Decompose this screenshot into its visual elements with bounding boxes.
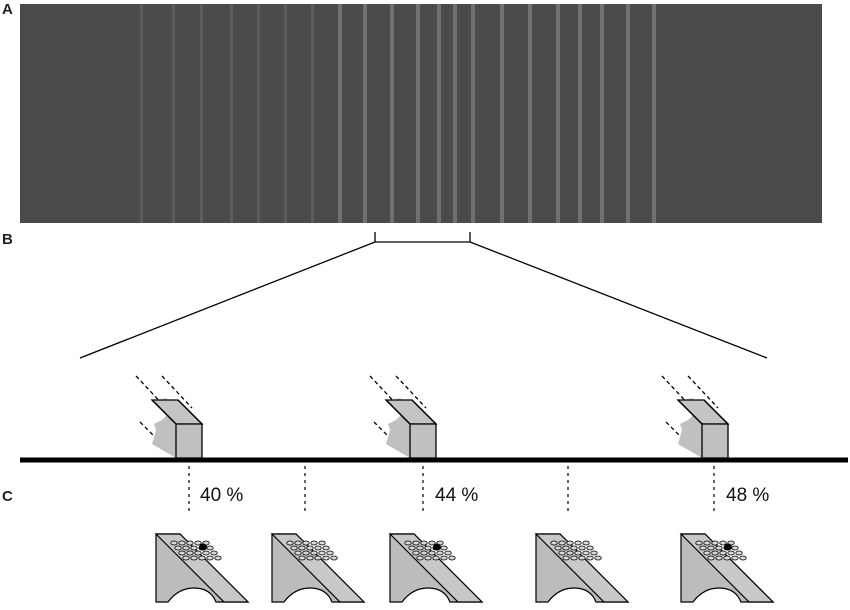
- zoom-bracket: [79, 232, 768, 359]
- slide-4: [534, 533, 630, 603]
- gel-band-8: [338, 4, 342, 223]
- panel-label-b: B: [2, 231, 13, 248]
- gel-band-4: [230, 4, 233, 223]
- gel-bands: [140, 4, 656, 223]
- gel-slice-brick-1: [135, 375, 203, 459]
- gel-band-6: [284, 4, 287, 223]
- gel-background: [20, 4, 822, 223]
- slide-5: [679, 533, 775, 603]
- zoom-line-right: [469, 241, 768, 359]
- gel-slice-brick-2: [369, 375, 437, 459]
- slide-1: [154, 533, 250, 603]
- slide-3: [388, 533, 484, 603]
- gel-band-15: [500, 4, 504, 223]
- gel-band-7: [311, 4, 314, 223]
- gel-slice-brick-3: [661, 375, 729, 459]
- gel-band-10: [390, 4, 394, 223]
- gel-band-21: [652, 4, 656, 223]
- gel-band-2: [172, 4, 175, 223]
- gel-band-13: [453, 4, 457, 223]
- slide-2: [270, 533, 366, 603]
- panel-label-a: A: [2, 1, 13, 18]
- panel-label-c: C: [2, 488, 13, 505]
- dotted-drop-lines: [188, 466, 715, 515]
- gel-band-18: [578, 4, 582, 223]
- gel-band-17: [556, 4, 560, 223]
- gel-band-19: [600, 4, 604, 223]
- gradient-label-40: 40 %: [200, 485, 243, 506]
- slides: [154, 533, 775, 603]
- gradient-label-48: 48 %: [726, 485, 769, 506]
- marked-spot-5: [724, 543, 732, 551]
- gradient-label-44: 44 %: [435, 485, 478, 506]
- gel-band-20: [626, 4, 630, 223]
- gel-band-3: [200, 4, 203, 223]
- gel-image: [20, 4, 822, 223]
- gel-band-11: [416, 4, 420, 223]
- gel-band-1: [140, 4, 143, 223]
- gel-band-12: [437, 4, 441, 223]
- gel-band-14: [471, 4, 475, 223]
- marked-spot-1: [199, 543, 207, 551]
- gel-band-16: [528, 4, 532, 223]
- gel-band-9: [363, 4, 367, 223]
- marked-spot-3: [433, 543, 441, 551]
- zoom-line-left: [79, 241, 376, 359]
- gel-band-5: [257, 4, 260, 223]
